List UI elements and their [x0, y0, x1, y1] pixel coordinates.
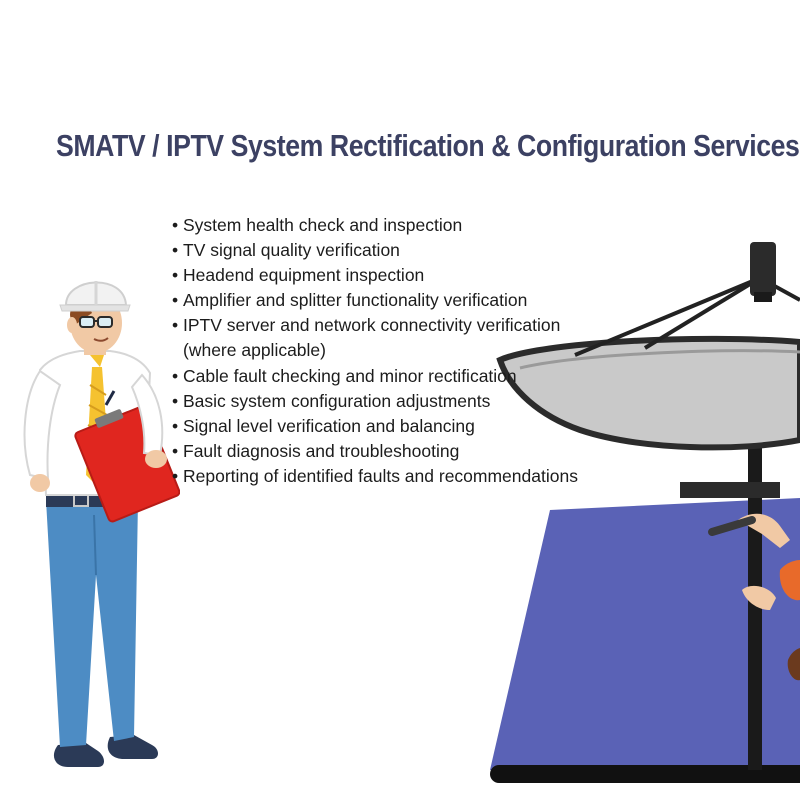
bullet: • [172, 440, 179, 461]
bullet: • [172, 265, 179, 286]
list-item: •Fault diagnosis and troubleshooting [172, 439, 578, 464]
list-item: •Signal level verification and balancing [172, 414, 578, 439]
list-item-note: (where applicable) [183, 340, 326, 361]
page-title: SMATV / IPTV System Rectification & Conf… [56, 128, 800, 163]
list-item: •Headend equipment inspection [172, 263, 578, 288]
satellite-dish-illustration [490, 242, 800, 783]
list-item: •Basic system configuration adjustments [172, 389, 578, 414]
bullet: • [172, 465, 179, 486]
engineer-illustration [23, 281, 180, 767]
list-item: •Cable fault checking and minor rectific… [172, 364, 578, 389]
list-item: •Amplifier and splitter functionality ve… [172, 288, 578, 313]
list-item: •TV signal quality verification [172, 238, 578, 263]
bullet: • [172, 390, 179, 411]
bullet: • [172, 365, 179, 386]
bullet: • [172, 415, 179, 436]
list-item: •Reporting of identified faults and reco… [172, 464, 578, 489]
bullet: • [172, 315, 179, 336]
bullet: • [172, 290, 179, 311]
services-list: •System health check and inspection •TV … [172, 213, 578, 489]
list-item: •IPTV server and network connectivity ve… [172, 313, 578, 338]
list-item: •System health check and inspection [172, 213, 578, 238]
bullet: • [172, 215, 179, 235]
bullet: • [172, 240, 179, 261]
